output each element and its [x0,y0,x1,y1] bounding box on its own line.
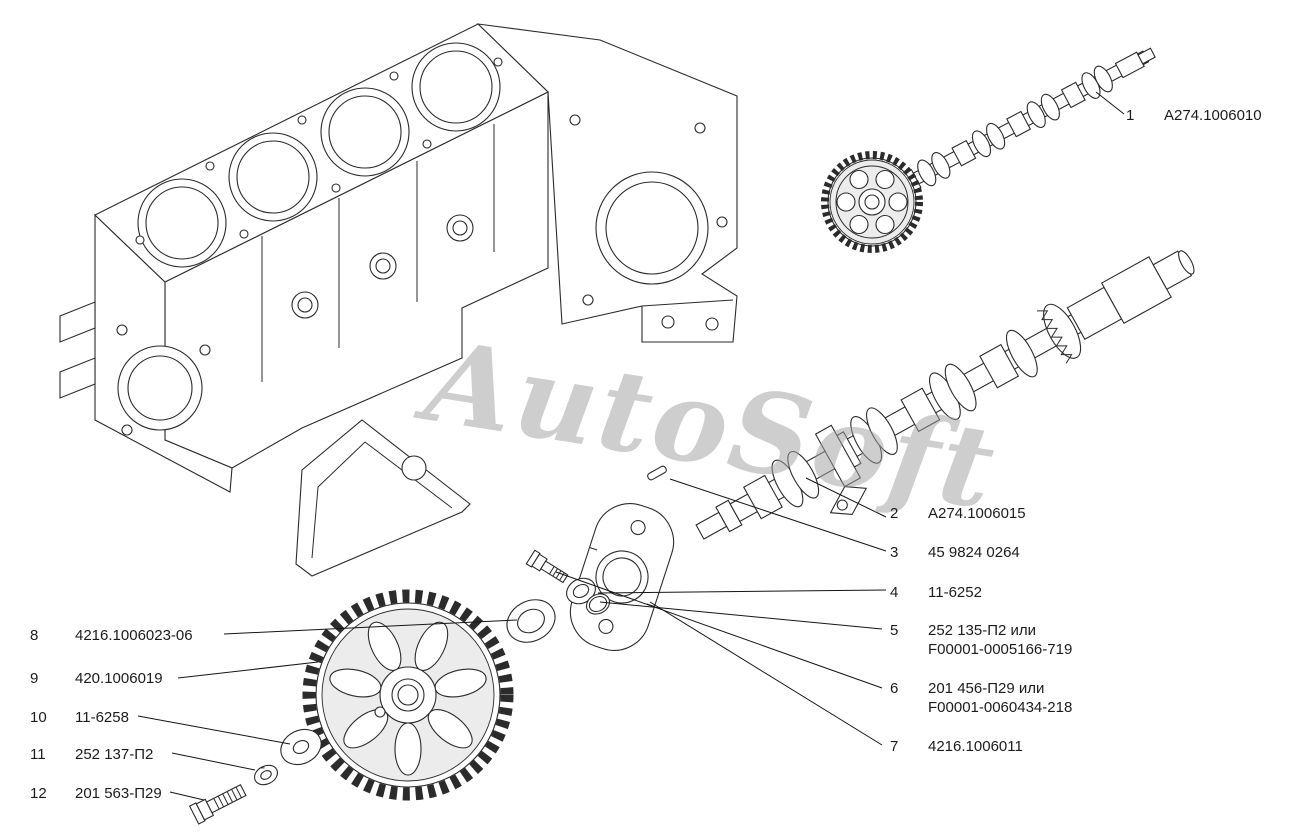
callout-10: 10 11-6258 [30,708,129,727]
callout-9: 9 420.1006019 [30,669,163,688]
callout-11: 11 252 137-П2 [30,745,153,764]
callout-number: 12 [30,785,47,802]
engine-block-drawing [59,23,738,577]
leader-line-3 [669,478,887,552]
leader-line-9 [177,661,319,679]
part-number: 11-6258 [75,709,129,726]
callout-number: 1 [1126,107,1135,124]
spacer-ring-4 [566,577,596,605]
bolt-6 [525,549,569,584]
part-number: 45 9824 0264 [928,544,1020,561]
callout-12: 12 201 563-П29 [30,784,162,803]
part-number: 4216.1006011 [928,738,1023,755]
leader-line-10 [137,715,291,745]
cylinder-bores [135,42,503,268]
part-number: 11-6252 [928,584,982,601]
callout-number: 4 [890,584,899,601]
leader-line-2 [805,477,887,518]
lock-washer-11 [254,764,278,786]
callout-5: 5 252 135-П2 или F00001-0005166-719 [890,621,1072,659]
callout-8: 8 4216.1006023-06 [30,626,193,645]
callout-number: 7 [890,738,899,755]
part-number: 252 137-П2 [75,746,154,763]
timing-gear-large [302,589,514,801]
callout-7: 7 4216.1006011 [890,737,1023,756]
leader-line-8 [223,619,518,635]
leader-lines [137,91,1125,801]
callout-number: 11 [30,746,46,763]
bevel-gear-teeth [1037,310,1073,364]
callout-6: 6 201 456-П29 или F00001-0060434-218 [890,679,1072,717]
leader-line-7 [649,601,883,746]
leader-line-5 [599,601,883,630]
callout-1: 1 A274.1006010 [1126,106,1262,125]
callout-number: 2 [890,505,899,522]
part-number: 4216.1006023-06 [75,627,193,644]
part-number-line-1: 201 456-П29 или [928,680,1045,697]
leader-line-1 [1095,91,1125,115]
part-number-line-2: F00001-0060434-218 [928,699,1073,716]
washer-8 [506,599,556,643]
callout-2: 2 A274.1006015 [890,504,1026,523]
callout-number: 5 [890,622,899,639]
part-number-line-2: F00001-0005166-719 [928,641,1073,658]
leader-line-11 [171,752,256,771]
leader-line-4 [597,589,887,594]
callout-number: 3 [890,544,899,561]
callout-number: 10 [30,709,47,726]
camshaft-thrust-collar [814,424,868,516]
timing-gear-small [821,151,923,253]
camshaft-1-drawing [837,47,1156,226]
part-number: A274.1006010 [1164,107,1262,124]
callout-number: 6 [890,680,899,697]
flange-plate [569,503,675,651]
part-number: 201 563-П29 [75,785,162,802]
washer-5 [585,593,611,615]
part-number-line-1: 252 135-П2 или [928,622,1037,639]
woodruff-key [647,465,667,481]
leader-line-12 [169,791,205,801]
callout-3: 3 45 9824 0264 [890,543,1020,562]
washer-10 [280,728,322,766]
part-number: 252 135-П2 или F00001-0005166-719 [928,621,1072,659]
callout-number: 9 [30,670,39,687]
part-number: A274.1006015 [928,505,1026,522]
bolt-12 [188,784,247,825]
part-number: 420.1006019 [75,670,163,687]
callout-4: 4 11-6252 [890,583,982,602]
leader-line-6 [555,571,883,689]
part-number: 201 456-П29 или F00001-0060434-218 [928,679,1072,717]
callout-number: 8 [30,627,39,644]
